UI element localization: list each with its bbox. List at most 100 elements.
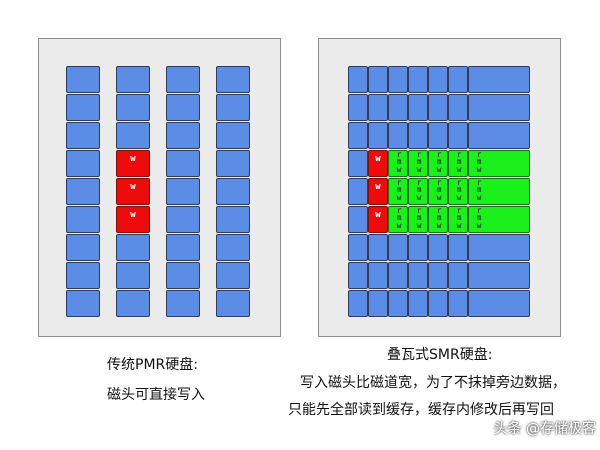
modify-label: m xyxy=(476,213,482,222)
smr-caption-line1: 写入磁头比磁道宽，为了不抹掉旁边数据， xyxy=(300,375,566,391)
smr-track-sector xyxy=(448,66,468,93)
write-back-label: w xyxy=(436,221,442,230)
pmr-track-sector xyxy=(216,178,250,205)
modify-label: m xyxy=(416,157,422,166)
smr-track-sector xyxy=(388,234,408,261)
modify-label: m xyxy=(456,185,462,194)
smr-write-sector: w xyxy=(368,150,388,177)
smr-track-sector xyxy=(388,94,408,121)
write-back-label: w xyxy=(396,221,402,230)
write-label: w xyxy=(375,210,381,220)
smr-track-sector xyxy=(348,178,368,205)
read-label: r xyxy=(396,178,402,187)
pmr-caption-title: 传统PMR硬盘: xyxy=(107,357,198,373)
pmr-track-sector xyxy=(116,122,150,149)
pmr-track-sector xyxy=(66,262,100,289)
smr-track-sector xyxy=(348,66,368,93)
smr-track-sector xyxy=(468,262,530,289)
write-back-label: w xyxy=(476,193,482,202)
smr-track-sector xyxy=(348,122,368,149)
write-back-label: w xyxy=(436,165,442,174)
pmr-track-sector xyxy=(216,66,250,93)
pmr-track-sector xyxy=(66,122,100,149)
smr-caption-line2: 只能先全部读到缓存，缓存内修改后再写回 xyxy=(288,402,554,418)
pmr-track-sector xyxy=(216,206,250,233)
pmr-track-sector xyxy=(116,94,150,121)
smr-write-sector: w xyxy=(368,178,388,205)
smr-track-sector xyxy=(408,262,428,289)
write-label: w xyxy=(375,182,381,192)
smr-track-sector xyxy=(448,290,468,317)
write-label: w xyxy=(130,154,136,164)
write-back-label: w xyxy=(396,193,402,202)
read-label: r xyxy=(396,150,402,159)
pmr-track-sector xyxy=(116,234,150,261)
smr-track-sector xyxy=(348,150,368,177)
read-label: r xyxy=(476,150,482,159)
pmr-track-sector xyxy=(116,262,150,289)
pmr-track-sector xyxy=(216,290,250,317)
smr-track-sector xyxy=(388,122,408,149)
smr-track-sector xyxy=(368,66,388,93)
pmr-track-sector xyxy=(166,122,200,149)
smr-track-sector xyxy=(368,94,388,121)
read-label: r xyxy=(456,178,462,187)
read-label: r xyxy=(476,178,482,187)
read-label: r xyxy=(456,150,462,159)
smr-track-sector xyxy=(408,122,428,149)
write-label: w xyxy=(375,154,381,164)
pmr-track-sector xyxy=(66,178,100,205)
pmr-caption-description: 磁头可直接写入 xyxy=(107,387,205,403)
pmr-write-sector: w xyxy=(116,206,150,233)
smr-track-sector xyxy=(468,234,530,261)
smr-write-sector: w xyxy=(368,206,388,233)
write-back-label: w xyxy=(456,165,462,174)
read-label: r xyxy=(416,206,422,215)
pmr-track-sector xyxy=(216,150,250,177)
modify-label: m xyxy=(436,157,442,166)
pmr-track-sector xyxy=(166,206,200,233)
pmr-track-sector xyxy=(216,122,250,149)
modify-label: m xyxy=(456,213,462,222)
smr-track-sector xyxy=(448,234,468,261)
write-back-label: w xyxy=(476,165,482,174)
write-label: w xyxy=(130,210,136,220)
pmr-track-sector xyxy=(66,66,100,93)
smr-track-sector xyxy=(348,262,368,289)
smr-track-sector xyxy=(428,262,448,289)
smr-track-sector xyxy=(428,290,448,317)
pmr-track-sector xyxy=(66,234,100,261)
smr-track-sector xyxy=(408,234,428,261)
modify-label: m xyxy=(436,213,442,222)
smr-track-sector xyxy=(368,262,388,289)
write-back-label: w xyxy=(416,221,422,230)
modify-label: m xyxy=(456,157,462,166)
modify-label: m xyxy=(416,213,422,222)
write-back-label: w xyxy=(456,221,462,230)
read-label: r xyxy=(416,178,422,187)
smr-track-sector xyxy=(448,122,468,149)
write-back-label: w xyxy=(416,165,422,174)
modify-label: m xyxy=(436,185,442,194)
smr-track-sector xyxy=(468,290,530,317)
read-label: r xyxy=(436,206,442,215)
pmr-track-sector xyxy=(66,94,100,121)
pmr-track-sector xyxy=(66,290,100,317)
pmr-write-sector: w xyxy=(116,178,150,205)
